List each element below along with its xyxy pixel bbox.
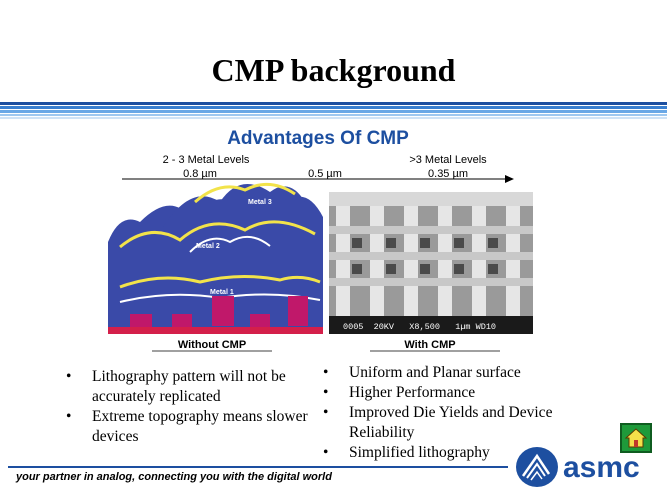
logo-text: asmc [563,451,640,484]
home-button[interactable] [620,423,652,453]
footer-divider [8,466,508,468]
with-cmp-sem-image: 0005 20KV X8,500 1µm WD10 [329,192,533,334]
without-cmp-cross-section: Metal 3 Metal 2 Metal 1 [108,182,323,334]
figure-heading: Advantages Of CMP [227,128,409,149]
metal1-label: Metal 1 [210,289,234,296]
list-item: Simplified lithography [323,443,583,463]
asmc-logo-icon: asmc [516,447,640,487]
left-pitch-label: 0.8 µm [183,168,217,180]
list-item: Improved Die Yields and Device Reliabili… [323,403,583,443]
list-item: Uniform and Planar surface [323,363,583,383]
disadvantages-list: Lithography pattern will not be accurate… [66,367,341,447]
advantages-list: Uniform and Planar surface Higher Perfor… [323,363,583,463]
slide-title: CMP background [211,52,456,88]
mid-pitch-label: 0.5 µm [308,168,342,180]
home-icon [624,428,648,448]
right-pitch-label: 0.35 µm [428,168,468,180]
list-item: Extreme topography means slower devices [66,407,341,447]
caption-with-cmp: With CMP [404,339,455,351]
list-item: Lithography pattern will not be accurate… [66,367,341,407]
left-levels-label: 2 - 3 Metal Levels [163,154,250,166]
right-levels-label: >3 Metal Levels [409,154,487,166]
list-item: Higher Performance [323,383,583,403]
sem-info-label: 0005 20KV X8,500 1µm WD10 [343,322,496,332]
metal2-label: Metal 2 [196,243,220,250]
header-stripes [0,102,667,122]
caption-without-cmp: Without CMP [178,339,246,351]
arrow-head-icon [505,175,514,183]
footer-tagline: your partner in analog, connecting you w… [16,471,332,483]
cmp-comparison-figure: Advantages Of CMP 2 - 3 Metal Levels 0.8… [108,128,533,352]
metal3-label: Metal 3 [248,199,272,206]
